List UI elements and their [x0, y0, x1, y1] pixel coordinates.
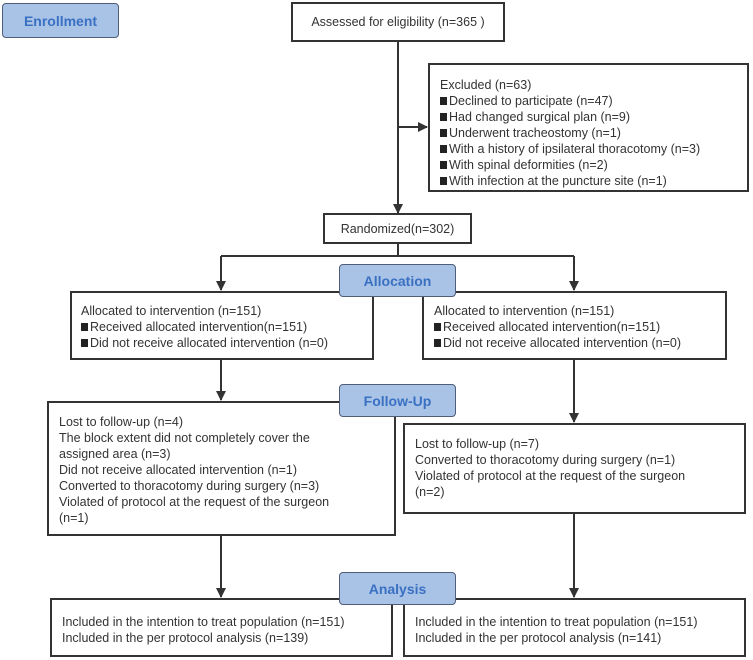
analysis-line: Included in the per protocol analysis (n…	[415, 631, 662, 645]
analysis-line: Included in the intention to treat popul…	[415, 615, 698, 629]
analysis-line: Included in the per protocol analysis (n…	[62, 631, 309, 645]
analysis-left-box: Included in the intention to treat popul…	[50, 598, 393, 657]
excluded-item-text: With infection at the puncture site (n=1…	[449, 174, 667, 188]
bullet-square-icon	[440, 129, 447, 137]
follow-up-line: (n=2)	[415, 485, 445, 499]
excluded-item: With a history of ipsilateral thoracotom…	[440, 141, 747, 157]
allocation-title: Allocated to intervention (n=151)	[81, 304, 262, 318]
assessed-box: Assessed for eligibility (n=365 )	[291, 2, 505, 42]
analysis-right-box: Included in the intention to treat popul…	[403, 598, 746, 657]
allocation-title: Allocated to intervention (n=151)	[434, 304, 615, 318]
bullet-square-icon	[440, 113, 447, 121]
stage-label-analysis: Analysis	[339, 572, 456, 605]
assessed-text: Assessed for eligibility (n=365 )	[311, 15, 485, 29]
follow-up-line: The block extent did not completely cove…	[59, 431, 310, 445]
bullet-square-icon	[440, 161, 447, 169]
excluded-title: Excluded (n=63)	[440, 78, 532, 92]
bullet-square-icon	[440, 177, 447, 185]
stage-label-allocation: Allocation	[339, 264, 456, 297]
excluded-item: With infection at the puncture site (n=1…	[440, 173, 747, 189]
follow-up-right-box: Lost to follow-up (n=7) Converted to tho…	[403, 423, 746, 514]
follow-up-left-box: Lost to follow-up (n=4) The block extent…	[47, 401, 396, 536]
allocation-right-box: Allocated to intervention (n=151) Receiv…	[422, 291, 727, 360]
allocation-item-text: Received allocated intervention(n=151)	[443, 320, 661, 334]
excluded-item: Underwent tracheostomy (n=1)	[440, 125, 747, 141]
bullet-square-icon	[81, 323, 88, 331]
excluded-item: Declined to participate (n=47)	[440, 93, 747, 109]
allocation-item-text: Did not receive allocated intervention (…	[90, 336, 328, 350]
excluded-item-text: With spinal deformities (n=2)	[449, 158, 608, 172]
randomized-text: Randomized(n=302)	[340, 221, 455, 236]
follow-up-line: (n=1)	[59, 511, 89, 525]
bullet-square-icon	[81, 339, 88, 347]
allocation-left-box: Allocated to intervention (n=151) Receiv…	[70, 291, 374, 360]
follow-up-line: Violated of protocol at the request of t…	[59, 495, 330, 509]
allocation-item: Received allocated intervention(n=151)	[81, 319, 372, 335]
follow-up-line: Did not receive allocated intervention (…	[59, 463, 297, 477]
follow-up-line: Lost to follow-up (n=7)	[415, 437, 540, 451]
stage-label-follow-up: Follow-Up	[339, 384, 456, 417]
allocation-item-text: Did not receive allocated intervention (…	[443, 336, 681, 350]
excluded-item-text: Underwent tracheostomy (n=1)	[449, 126, 621, 140]
excluded-item: Had changed surgical plan (n=9)	[440, 109, 747, 125]
follow-up-line: Violated of protocol at the request of t…	[415, 469, 686, 483]
excluded-item-text: With a history of ipsilateral thoracotom…	[449, 142, 701, 156]
excluded-item: With spinal deformities (n=2)	[440, 157, 747, 173]
randomized-box: Randomized(n=302)	[323, 213, 472, 244]
follow-up-line: Converted to thoracotomy during surgery …	[59, 479, 320, 493]
excluded-item-text: Had changed surgical plan (n=9)	[449, 110, 631, 124]
allocation-item: Did not receive allocated intervention (…	[434, 335, 725, 351]
bullet-square-icon	[434, 323, 441, 331]
excluded-box: Excluded (n=63) Declined to participate …	[428, 63, 749, 192]
stage-label-enrollment: Enrollment	[2, 3, 119, 38]
allocation-item-text: Received allocated intervention(n=151)	[90, 320, 308, 334]
analysis-line: Included in the intention to treat popul…	[62, 615, 345, 629]
bullet-square-icon	[440, 97, 447, 105]
allocation-item: Did not receive allocated intervention (…	[81, 335, 372, 351]
follow-up-line: assigned area (n=3)	[59, 447, 171, 461]
excluded-item-text: Declined to participate (n=47)	[449, 94, 613, 108]
bullet-square-icon	[440, 145, 447, 153]
allocation-item: Received allocated intervention(n=151)	[434, 319, 725, 335]
bullet-square-icon	[434, 339, 441, 347]
follow-up-line: Lost to follow-up (n=4)	[59, 415, 184, 429]
follow-up-line: Converted to thoracotomy during surgery …	[415, 453, 676, 467]
